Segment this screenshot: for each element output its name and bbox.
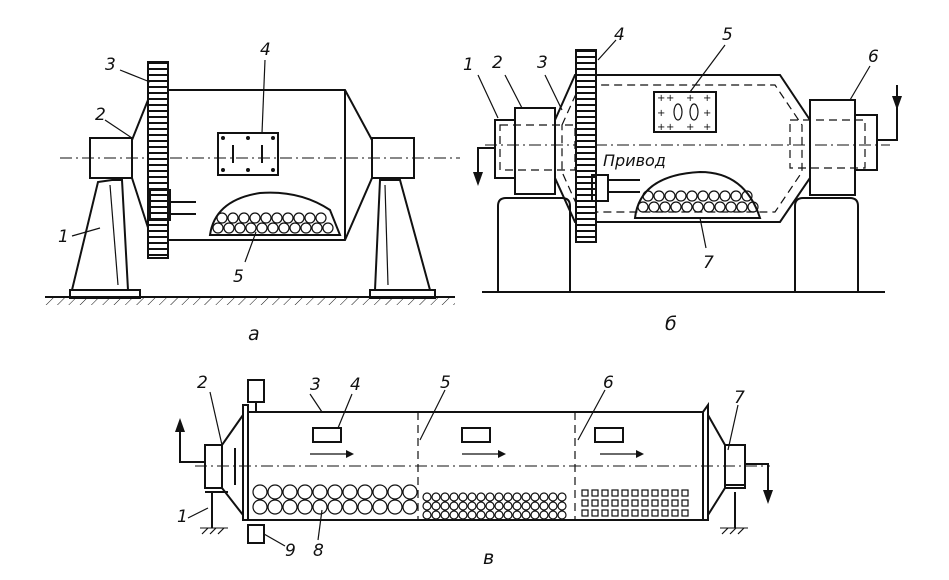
callout-v-9: 9 <box>285 541 296 561</box>
callout-a-1: 1 <box>58 227 69 247</box>
callout-v-1: 1 <box>177 507 188 527</box>
panel-v: 1 2 3 4 5 6 7 8 9 в <box>175 373 773 569</box>
caption-v: в <box>483 547 494 569</box>
small-balls <box>422 492 567 520</box>
callout-v-5: 5 <box>440 373 451 393</box>
drive-pinion <box>149 189 171 221</box>
large-balls <box>252 484 418 515</box>
gear-top <box>247 379 265 403</box>
callout-b-3: 3 <box>537 53 548 73</box>
right-support <box>794 197 859 292</box>
callout-a-4: 4 <box>260 40 271 60</box>
svg-text:+: + <box>657 93 665 104</box>
callout-v-8: 8 <box>313 541 324 561</box>
caption-a: а <box>248 323 260 345</box>
callout-a-2: 2 <box>95 105 106 125</box>
svg-text:+: + <box>703 93 711 104</box>
callout-a-5: 5 <box>233 267 244 287</box>
svg-text:+: + <box>703 108 711 119</box>
mill-drum-b <box>554 74 811 223</box>
callout-v-2: 2 <box>197 373 208 393</box>
callout-b-4: 4 <box>614 25 625 45</box>
callout-b-5: 5 <box>722 25 733 45</box>
chamber-hatch-3 <box>594 427 624 443</box>
drive-pinion-b <box>591 174 609 202</box>
svg-text:+: + <box>686 93 694 104</box>
callout-v-6: 6 <box>603 373 614 393</box>
callout-v-4: 4 <box>350 375 361 395</box>
panel-b: ++++ ++ ++++ 1 2 3 4 5 6 7 Привод б <box>463 25 902 335</box>
grinding-charge-b <box>633 170 762 219</box>
svg-text:+: + <box>657 122 665 133</box>
drive-label: Привод <box>603 151 666 170</box>
right-bearing-stand <box>369 137 436 299</box>
panel-a: 1 2 3 4 5 а <box>45 40 460 345</box>
left-bearing-stand <box>69 137 141 299</box>
svg-text:+: + <box>703 122 711 133</box>
chamber-hatch-2 <box>461 427 491 443</box>
cylpebs <box>581 489 689 517</box>
callout-b-1: 1 <box>463 55 474 75</box>
gear-ring <box>147 61 169 259</box>
callout-v-3: 3 <box>310 375 321 395</box>
svg-text:+: + <box>666 122 674 133</box>
hatch-cover-b <box>653 91 717 133</box>
gear-bottom <box>247 524 265 544</box>
mill-drum <box>131 89 373 241</box>
gear-ring-b <box>575 49 597 243</box>
callout-v-7: 7 <box>734 388 745 408</box>
right-bearing <box>809 99 856 196</box>
left-bearing <box>514 107 556 195</box>
chamber-hatch-1 <box>312 427 342 443</box>
svg-text:+: + <box>666 93 674 104</box>
callout-b-6: 6 <box>868 47 879 67</box>
callout-a-3: 3 <box>105 55 116 75</box>
callout-b-7: 7 <box>703 253 714 273</box>
callout-b-2: 2 <box>492 53 503 73</box>
svg-text:+: + <box>686 122 694 133</box>
left-support <box>497 197 571 292</box>
hatch-cover <box>217 132 279 176</box>
caption-b: б <box>665 313 677 335</box>
svg-text:+: + <box>657 108 665 119</box>
ground-hatch <box>45 297 455 305</box>
tube-drum <box>247 411 704 521</box>
